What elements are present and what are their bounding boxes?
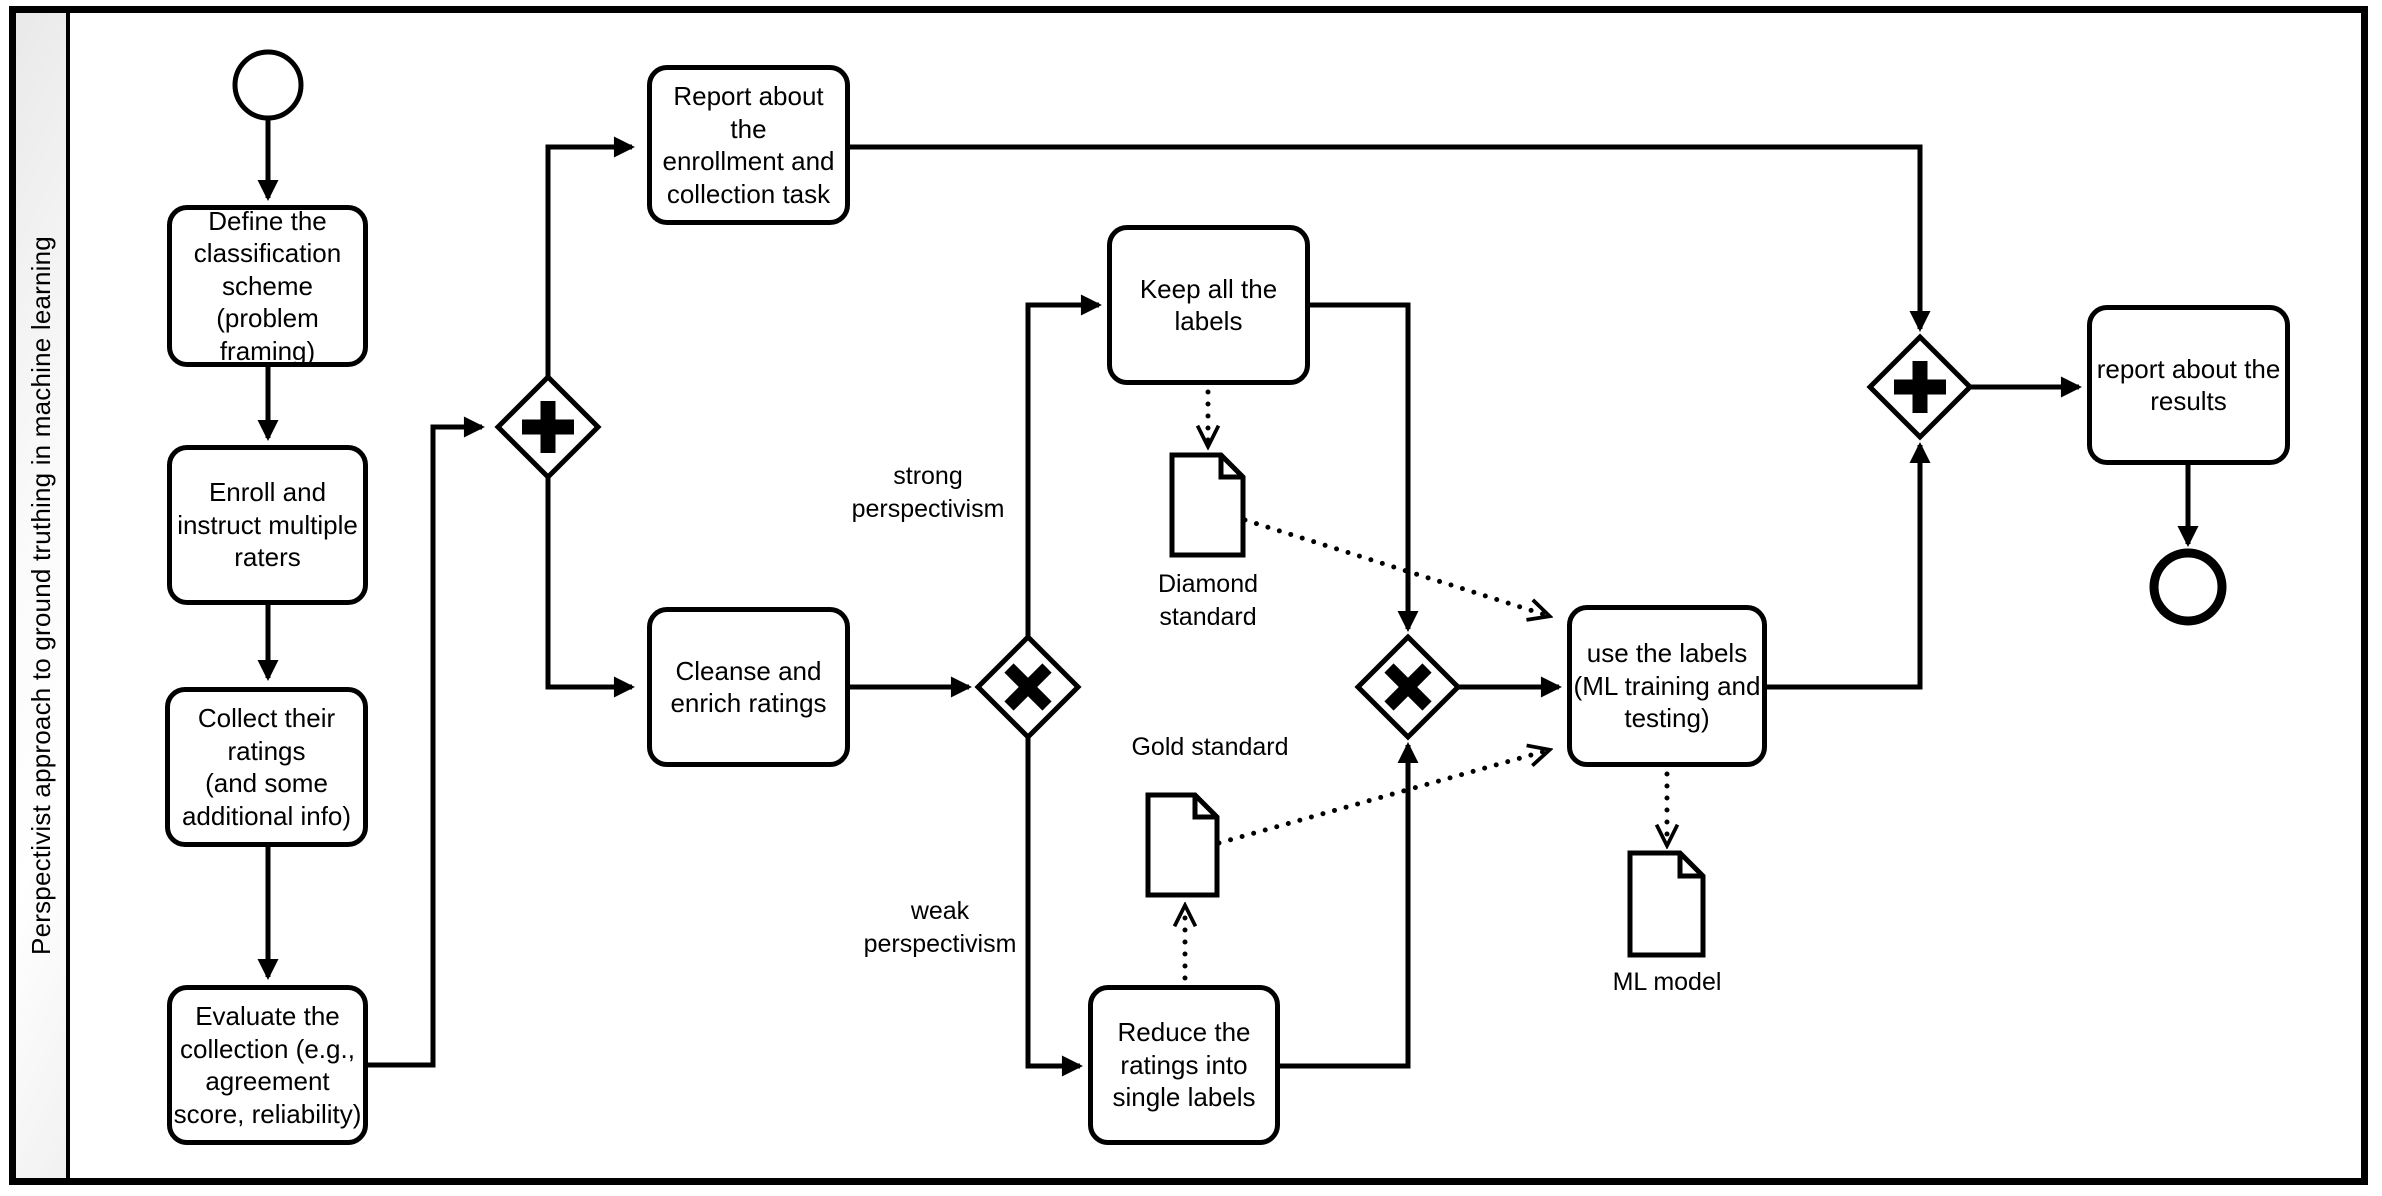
parallel-gateway-join[interactable] [1866, 333, 1974, 441]
task-label: report about the results [2096, 353, 2281, 417]
label-weak-perspectivism: weak perspectivism [863, 897, 1017, 958]
task-label: Keep all the labels [1139, 273, 1278, 337]
flow-keep-to-xor-join [1310, 302, 1419, 632]
task-keep-labels[interactable]: Keep all the labels [1107, 225, 1310, 385]
label-ml-model: ML model [1612, 968, 1722, 996]
label-strong-perspectivism: strong perspectivism [851, 462, 1005, 523]
task-report-results[interactable]: report about the results [2087, 305, 2290, 465]
plus-icon [522, 401, 574, 453]
folded-corner-icon [1192, 795, 1217, 820]
flow-split-to-report-enrollment [545, 136, 635, 377]
data-object-ml-model[interactable] [1627, 850, 1706, 958]
parallel-gateway-split[interactable] [494, 373, 602, 481]
flow-xor-to-keep [1025, 294, 1102, 637]
flow-evaluate-to-split [368, 416, 485, 1068]
task-label: Evaluate the collection (e.g., agreement… [173, 1001, 362, 1129]
task-cleanse-ratings[interactable]: Cleanse and enrich ratings [647, 607, 850, 767]
task-collect-ratings[interactable]: Collect their ratings (and some addition… [165, 687, 368, 847]
task-evaluate-collection[interactable]: Evaluate the collection (e.g., agreement… [167, 985, 368, 1145]
data-object-gold-standard[interactable] [1145, 792, 1220, 898]
x-icon [1384, 663, 1432, 711]
task-label: Collect their ratings (and some addition… [181, 703, 352, 831]
data-object-diamond-standard[interactable] [1169, 452, 1246, 558]
folded-corner-icon [1677, 853, 1703, 879]
task-label: use the labels (ML training and testing) [1573, 638, 1761, 734]
task-label: Reduce the ratings into single labels [1112, 1017, 1256, 1113]
exclusive-gateway-join[interactable] [1354, 633, 1462, 741]
task-use-labels[interactable]: use the labels (ML training and testing) [1567, 605, 1767, 767]
task-reduce-ratings[interactable]: Reduce the ratings into single labels [1088, 985, 1280, 1145]
start-event[interactable] [232, 49, 304, 121]
flow-report-enrollment-to-join [850, 144, 1931, 332]
task-enroll-raters[interactable]: Enroll and instruct multiple raters [167, 445, 368, 605]
task-label: Define the classification scheme (proble… [193, 205, 342, 366]
folded-corner-icon [1218, 455, 1243, 480]
flow-xor-to-reduce [1025, 737, 1083, 1077]
flow-use-to-join [1767, 442, 1931, 690]
exclusive-gateway-split[interactable] [974, 633, 1082, 741]
label-diamond-standard: Diamond standard [1157, 570, 1259, 631]
pool-boundary [9, 6, 2368, 1185]
plus-icon [1894, 361, 1946, 413]
end-event[interactable] [2149, 548, 2227, 626]
lane-divider [66, 13, 70, 1178]
task-label: Report about the enrollment and collecti… [662, 81, 835, 209]
task-label: Enroll and instruct multiple raters [177, 477, 358, 573]
assoc-diamond-to-use [1242, 517, 1549, 616]
flow-split-to-cleanse [545, 477, 635, 698]
task-label: Cleanse and enrich ratings [670, 655, 827, 719]
x-icon [1004, 663, 1052, 711]
assoc-gold-to-use [1216, 750, 1549, 846]
flow-reduce-to-xor-join [1280, 742, 1419, 1069]
task-define-scheme[interactable]: Define the classification scheme (proble… [167, 205, 368, 367]
label-gold-standard: Gold standard [1131, 733, 1289, 761]
task-report-enrollment[interactable]: Report about the enrollment and collecti… [647, 65, 850, 225]
lane-header: Perspectivist approach to ground truthin… [16, 13, 66, 1178]
